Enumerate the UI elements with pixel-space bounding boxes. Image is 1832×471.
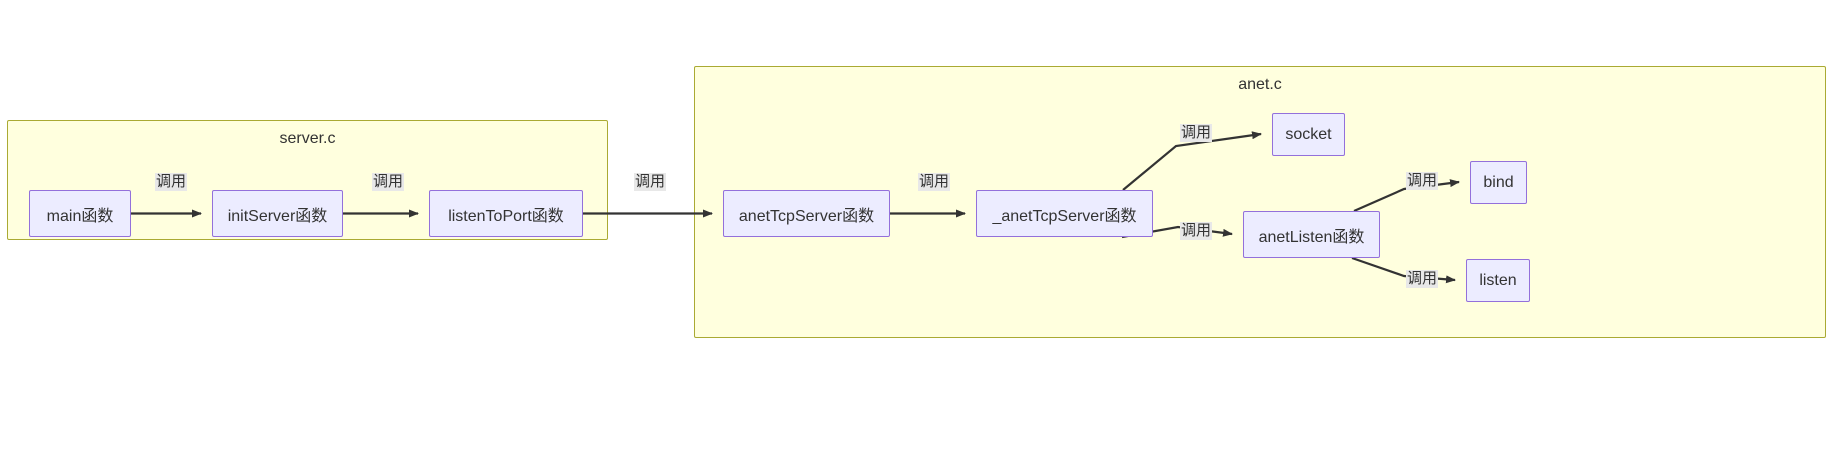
cluster-title-anet-c: anet.c [1238, 76, 1282, 93]
node-socket[interactable]: socket [1272, 113, 1345, 156]
edge-label-anettcpserver-privateanettcpserver: 调用 [917, 173, 951, 191]
node-main-function[interactable]: main函数 [29, 190, 131, 237]
node-label: bind [1483, 173, 1514, 191]
edge-label-main-initserver: 调用 [154, 173, 188, 191]
cluster-title-server-c: server.c [279, 130, 336, 147]
node-label: listenToPort函数 [448, 207, 564, 225]
node-label: listen [1479, 271, 1517, 289]
node-label: socket [1285, 125, 1332, 143]
node-private-anettcpserver-function[interactable]: _anetTcpServer函数 [976, 190, 1153, 237]
node-anettcpserver-function[interactable]: anetTcpServer函数 [723, 190, 890, 237]
node-label: anetListen函数 [1258, 228, 1365, 246]
node-listen[interactable]: listen [1466, 259, 1530, 302]
edge-label-listentoport-anettcpserver: 调用 [633, 173, 667, 191]
node-anetlisten-function[interactable]: anetListen函数 [1243, 211, 1380, 258]
edge-label-anetlisten-listen: 调用 [1405, 270, 1439, 288]
node-listentoport-function[interactable]: listenToPort函数 [429, 190, 583, 237]
edge-label-privateanettcpserver-anetlisten: 调用 [1179, 222, 1213, 240]
node-label: main函数 [46, 207, 114, 225]
node-bind[interactable]: bind [1470, 161, 1527, 204]
node-label: _anetTcpServer函数 [992, 207, 1137, 225]
edge-label-initserver-listentoport: 调用 [371, 173, 405, 191]
node-label: initServer函数 [227, 207, 328, 225]
node-initserver-function[interactable]: initServer函数 [212, 190, 343, 237]
edge-label-anetlisten-bind: 调用 [1405, 172, 1439, 190]
edge-label-privateanettcpserver-socket: 调用 [1179, 124, 1213, 142]
node-label: anetTcpServer函数 [738, 207, 875, 225]
